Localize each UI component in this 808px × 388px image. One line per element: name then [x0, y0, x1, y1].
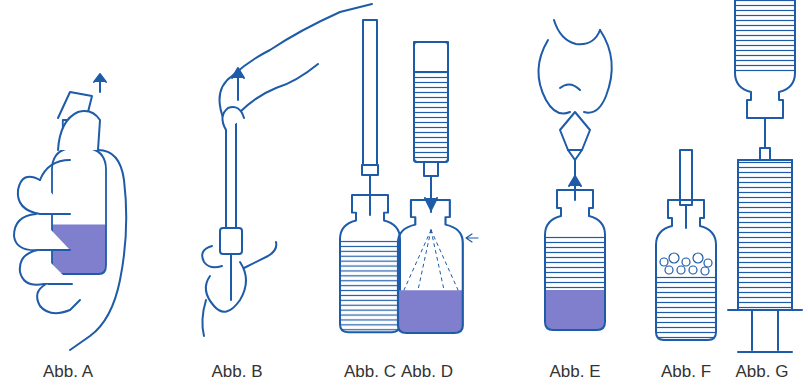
figure-label: Abb. B — [211, 362, 262, 382]
figure-label: Abb. F — [661, 362, 711, 382]
figure-label: Abb. A — [43, 362, 93, 382]
figure-e — [538, 20, 611, 335]
figure-label: Abb. G — [736, 362, 789, 382]
figure-label: Abb. E — [549, 362, 600, 382]
figure-g — [728, 0, 802, 352]
figure-a — [14, 74, 126, 350]
figure-label: Abb. D — [401, 362, 453, 382]
figure-label: Abb. C — [344, 362, 396, 382]
figure-f — [656, 150, 716, 345]
figure-c — [340, 20, 400, 337]
figure-d — [398, 42, 478, 338]
